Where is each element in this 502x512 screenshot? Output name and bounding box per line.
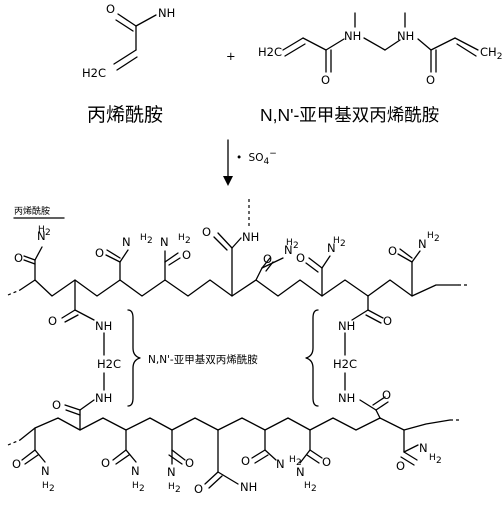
acrylamide-label: 丙烯酰胺 <box>87 104 163 126</box>
svg-text:N: N <box>296 465 305 479</box>
acrylamide-oxygen: O <box>106 2 115 16</box>
svg-text:H: H <box>304 481 311 491</box>
svg-text:H: H <box>333 236 340 246</box>
svg-text:H: H <box>168 482 175 492</box>
svg-text:O: O <box>383 314 392 328</box>
svg-text:O: O <box>194 482 203 496</box>
reaction-arrow <box>223 139 233 186</box>
svg-text:H: H <box>38 225 45 235</box>
svg-text:2: 2 <box>45 228 51 238</box>
svg-text:O: O <box>182 248 191 262</box>
svg-text:N: N <box>122 235 131 249</box>
svg-text:O: O <box>48 314 57 328</box>
svg-text:H: H <box>178 233 185 243</box>
svg-text:N: N <box>284 243 293 257</box>
initiator-subscript: 4 <box>263 157 269 167</box>
segment-label: 丙烯酰胺 <box>14 205 50 217</box>
svg-text:H: H <box>286 238 293 248</box>
svg-text:H: H <box>132 481 139 491</box>
mba-h2c: H2C <box>258 45 282 59</box>
svg-text:O: O <box>388 244 397 258</box>
mba-nh-right: NH <box>397 29 414 43</box>
acrylamide-h2c: H2C <box>82 66 106 80</box>
svg-text:O: O <box>382 388 391 402</box>
svg-text:O: O <box>52 398 61 412</box>
mba-oxygen-right: O <box>426 73 435 87</box>
svg-text:H: H <box>289 455 296 465</box>
svg-text:O: O <box>185 456 194 470</box>
svg-text:NH: NH <box>95 391 112 405</box>
svg-text:NH: NH <box>95 319 112 333</box>
svg-text:O: O <box>202 225 211 239</box>
initiator-label: • SO4− <box>236 149 277 167</box>
svg-text:O: O <box>12 457 21 471</box>
svg-text:2: 2 <box>296 458 302 468</box>
network-h2c: H2C <box>333 357 357 371</box>
acrylamide-structure: O NH H2C <box>82 2 175 80</box>
crosslink-left: O NH H2C NH O <box>48 279 121 431</box>
svg-text:N: N <box>418 237 427 251</box>
svg-text:2: 2 <box>311 484 317 494</box>
svg-text:2: 2 <box>293 241 299 251</box>
mba-structure: H2C O NH NH O CH2 <box>258 12 502 87</box>
svg-text:NH: NH <box>338 319 355 333</box>
svg-text:H: H <box>427 231 434 241</box>
svg-text:2: 2 <box>434 234 440 244</box>
svg-text:O: O <box>241 454 250 468</box>
plus-sign: + <box>226 49 236 63</box>
mba-oxygen-left: O <box>321 73 330 87</box>
svg-text:O: O <box>396 459 405 473</box>
svg-text:N: N <box>160 235 169 249</box>
svg-text:H: H <box>429 453 436 463</box>
svg-text:N: N <box>41 464 50 478</box>
svg-text:NH: NH <box>242 230 259 244</box>
svg-text:2: 2 <box>49 484 55 494</box>
svg-text:2: 2 <box>436 456 442 466</box>
svg-text:H: H <box>140 233 147 243</box>
svg-text:2: 2 <box>185 236 191 246</box>
svg-text:2: 2 <box>139 484 145 494</box>
svg-text:H2C: H2C <box>97 357 121 371</box>
svg-text:O: O <box>322 455 331 469</box>
crosslink-label: N,N'-亚甲基双丙烯酰胺 <box>148 353 258 366</box>
svg-text:N: N <box>327 241 336 255</box>
svg-text:N: N <box>419 441 428 455</box>
svg-text:O: O <box>95 246 104 260</box>
svg-text:2: 2 <box>147 236 153 246</box>
acrylamide-nh2: NH <box>158 6 175 20</box>
svg-text:2: 2 <box>175 485 181 495</box>
svg-text:O: O <box>101 456 110 470</box>
svg-text:H: H <box>42 481 49 491</box>
svg-text:O: O <box>14 251 23 265</box>
initiator-bullet: • <box>236 152 242 164</box>
crosslink-right: O NH H2C NH O <box>333 295 392 419</box>
svg-text:N: N <box>131 464 140 478</box>
svg-text:2: 2 <box>340 239 346 249</box>
svg-text:N: N <box>37 229 46 243</box>
initiator-superscript: − <box>269 149 277 159</box>
svg-text:N: N <box>276 457 285 471</box>
svg-text:O: O <box>263 252 272 266</box>
svg-text:NH: NH <box>338 391 355 405</box>
crosslinker-label: N,N'-亚甲基双丙烯酰胺 <box>260 105 439 125</box>
svg-text:O: O <box>296 251 305 265</box>
acrylamide-nh: NH <box>158 6 175 20</box>
mba-nh-left: NH <box>344 29 361 43</box>
svg-text:NH: NH <box>240 480 257 494</box>
svg-text:N: N <box>167 465 176 479</box>
mba-ch2-terminal: CH2 <box>480 45 502 62</box>
